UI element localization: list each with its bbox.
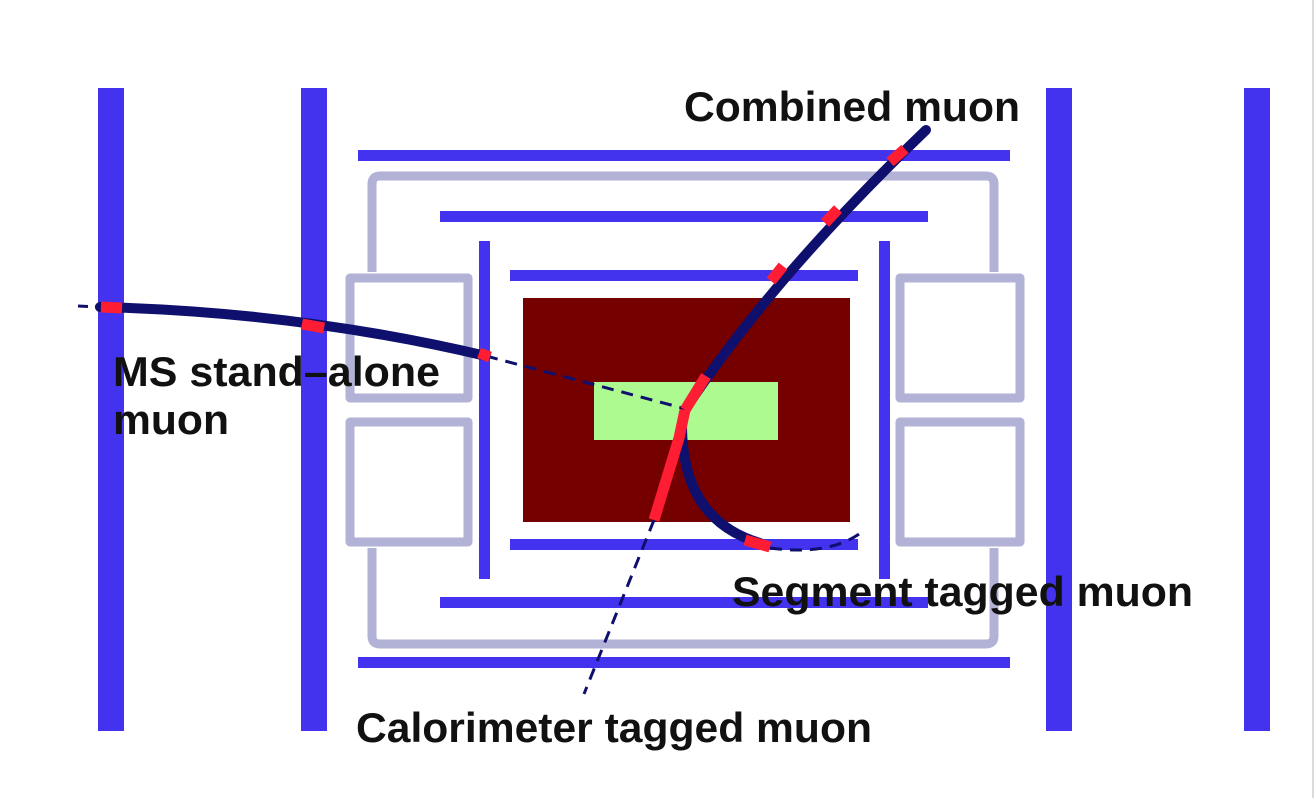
ms-standalone-track: [77, 301, 691, 412]
combined-muon-track: [680, 125, 931, 415]
ms-track-solid: [95, 302, 491, 361]
magnet-coil-right-upper: [895, 273, 1025, 403]
image-frame-edge: [1312, 0, 1314, 798]
combined-track-line: [680, 125, 931, 415]
magnet-outer-bottom-outline: [367, 548, 999, 649]
ms-track-hit: [100, 301, 123, 314]
segment-track-dashed-extension: [769, 530, 863, 552]
chamber-inner-right: [879, 241, 890, 579]
label-calorimeter-tagged-muon: Calorimeter tagged muon: [356, 704, 872, 751]
chamber-middle-left: [301, 88, 327, 731]
segment-track-hit: [743, 534, 772, 553]
label-ms-standalone-line1: MS stand–alone: [113, 348, 440, 395]
combined-track-inner-segment: [680, 373, 711, 413]
calorimeter-track-dashed-extension: [582, 519, 656, 695]
chamber-top-inner: [510, 270, 858, 281]
segment-track-line: [677, 420, 765, 548]
chamber-outer-right: [1244, 88, 1270, 731]
ms-track-hit: [301, 318, 325, 334]
muon-chambers: [98, 88, 1270, 731]
combined-track-hit: [766, 262, 788, 285]
label-ms-standalone-line2: muon: [113, 396, 229, 443]
chamber-outer-left: [98, 88, 124, 731]
calorimeter-tagged-track: [582, 408, 691, 695]
chamber-bottom-outer: [358, 657, 1010, 668]
chamber-inner-left: [479, 241, 490, 579]
magnet-outer-top-outline: [367, 171, 999, 272]
magnet-coil-left-lower: [345, 417, 473, 547]
magnet-coil-right-lower: [895, 417, 1025, 547]
chamber-bottom-middle: [440, 597, 928, 608]
calorimeter-track-red: [648, 408, 691, 522]
combined-track-hit: [820, 205, 843, 227]
chamber-top-middle: [440, 211, 928, 222]
label-segment-tagged-muon: Segment tagged muon: [732, 568, 1193, 615]
combined-track-hit: [886, 144, 909, 167]
chamber-middle-right: [1046, 88, 1072, 731]
segment-tagged-track: [677, 420, 863, 553]
ms-track-dashed-extrapolation: [485, 354, 691, 412]
magnet-coil-left-upper: [345, 273, 473, 403]
chamber-top-outer: [358, 150, 1010, 161]
magnet-structure: [345, 171, 1025, 649]
chamber-bottom-inner: [510, 539, 858, 550]
label-combined-muon: Combined muon: [684, 83, 1020, 130]
ms-track-hit: [477, 347, 492, 363]
